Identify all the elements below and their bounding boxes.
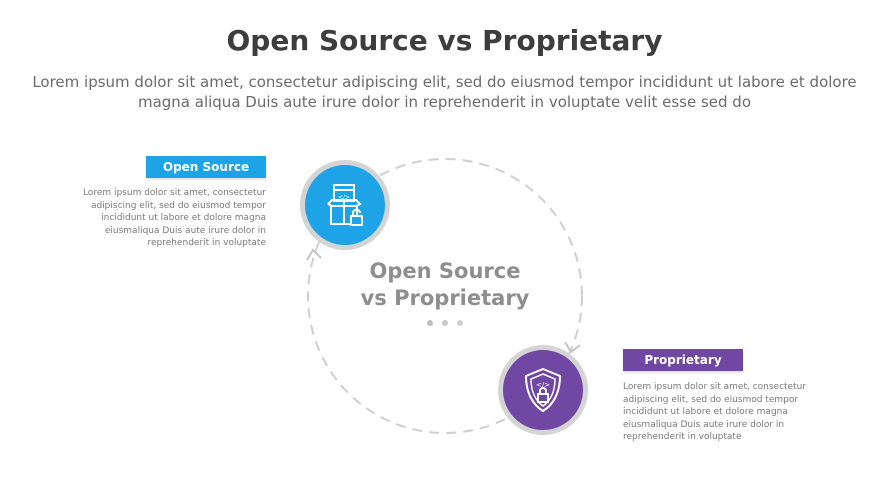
page-title: Open Source vs Proprietary: [226, 24, 663, 57]
open-source-label: Open Source: [146, 156, 266, 178]
proprietary-label: Proprietary: [623, 349, 743, 371]
open-source-icon-circle: </>: [300, 160, 390, 250]
svg-text:</>: </>: [536, 381, 550, 389]
dashed-cycle-ring: [307, 158, 583, 434]
dot: [427, 320, 433, 326]
arrow-down-icon: [564, 341, 581, 354]
arrow-up-icon: [306, 248, 322, 261]
proprietary-icon-circle: </>: [498, 345, 588, 435]
dot: [457, 320, 463, 326]
svg-text:</>: </>: [338, 194, 350, 201]
page-subtitle: Lorem ipsum dolor sit amet, consectetur …: [32, 73, 857, 111]
center-title: Open Source vs Proprietary: [335, 258, 555, 312]
center-title-line1: Open Source: [369, 259, 521, 283]
center-title-line2: vs Proprietary: [360, 286, 530, 310]
dot: [442, 320, 448, 326]
open-source-description: Lorem ipsum dolor sit amet, consectetur …: [82, 188, 266, 248]
shield-code-lock-icon: </>: [524, 367, 562, 413]
open-box-code-unlock-icon: </>: [327, 184, 363, 226]
proprietary-description: Lorem ipsum dolor sit amet, consectetur …: [623, 382, 807, 442]
